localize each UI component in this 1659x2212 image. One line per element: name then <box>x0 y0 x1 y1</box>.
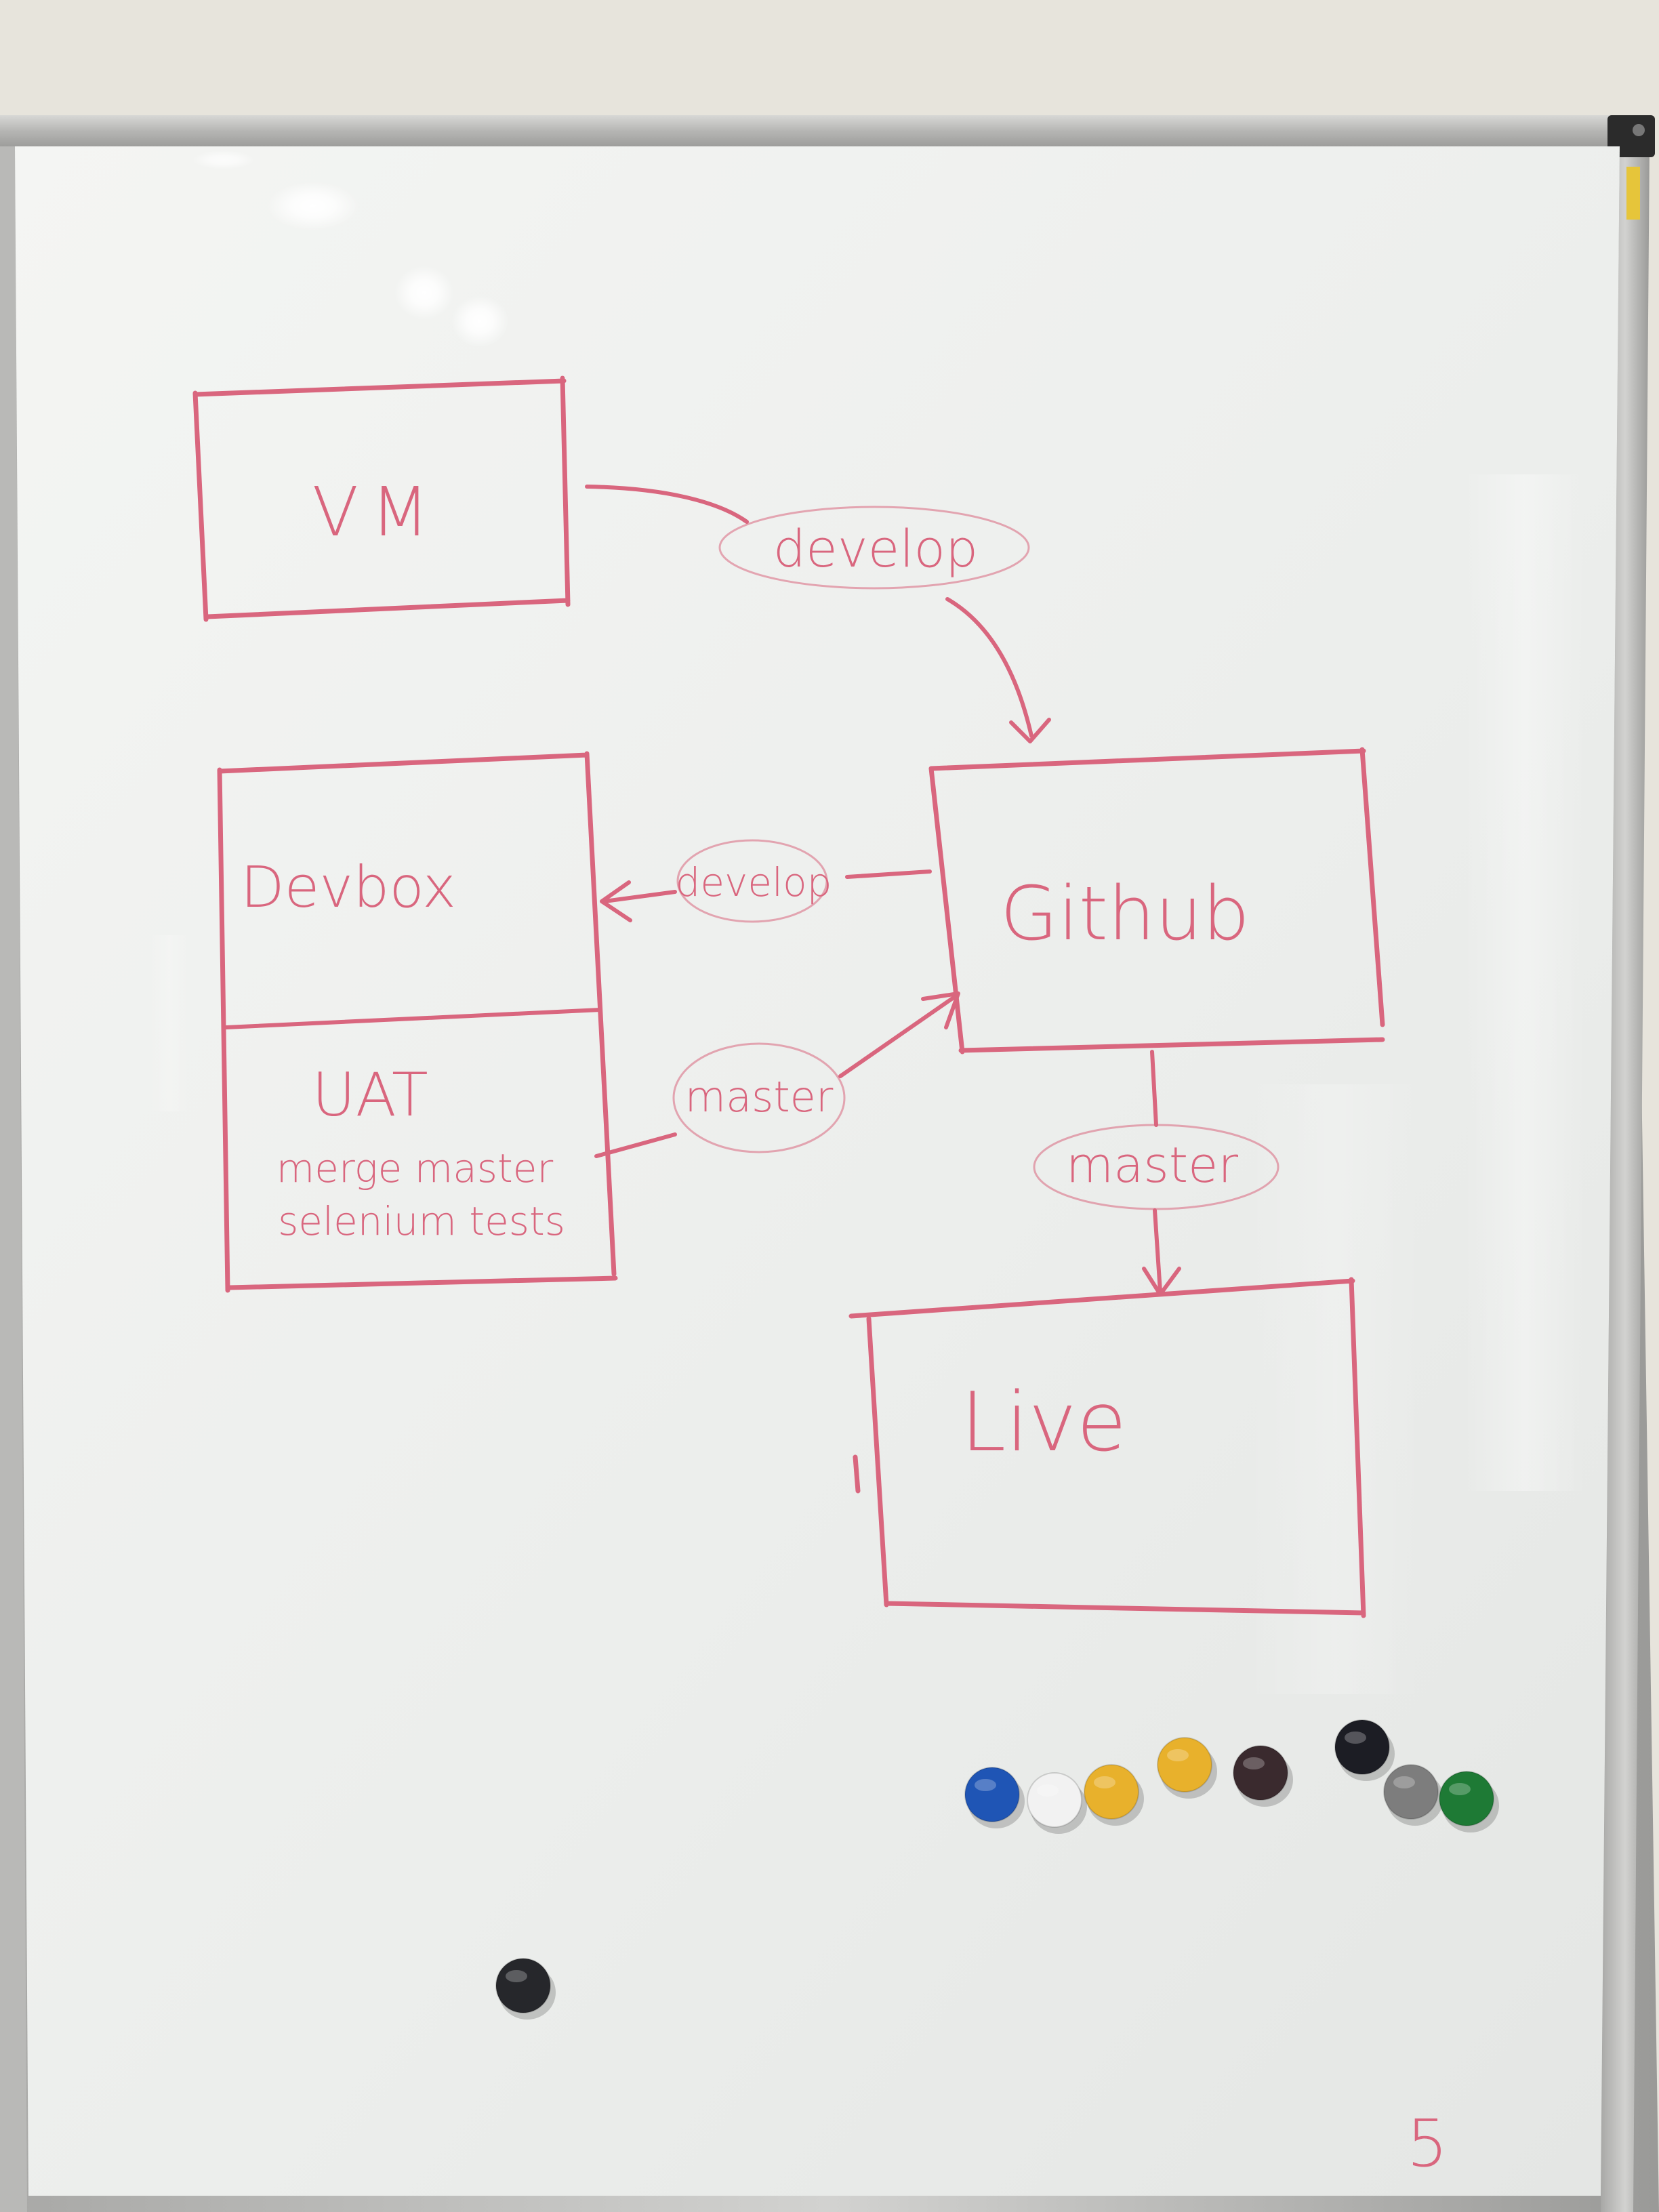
magnet <box>1084 1764 1144 1826</box>
vm-to-github-connector <box>585 485 749 524</box>
uat-note-2: selenium tests <box>278 1198 565 1244</box>
whiteboard-surface <box>15 146 1620 2196</box>
github-to-live-arrow <box>1153 1208 1162 1294</box>
uat-to-github-label: master <box>685 1072 834 1122</box>
light-reflections <box>149 150 1586 1694</box>
github-to-live-label: master <box>1066 1136 1238 1193</box>
magnet <box>1439 1771 1499 1832</box>
magnet <box>964 1767 1025 1828</box>
github-box-label: Github <box>1000 870 1250 957</box>
vm-to-github-label-ellipse <box>718 506 1030 590</box>
github-to-live-connector <box>1150 1050 1158 1127</box>
corner-mark: 5 <box>1406 2106 1448 2182</box>
magnet <box>495 1958 556 2020</box>
uat-note-1: merge master <box>276 1145 554 1191</box>
magnet <box>1334 1719 1395 1781</box>
uat-to-github-arrow <box>838 994 958 1078</box>
vm-box-label: VM <box>312 472 442 552</box>
live-box <box>848 1277 1366 1618</box>
magnet <box>1383 1764 1443 1826</box>
uat-to-github-connector <box>594 1132 677 1158</box>
magnet-cluster <box>495 1719 1499 2020</box>
vm-to-github-label: develop <box>773 518 979 579</box>
uat-to-github-arrowhead <box>921 991 960 1029</box>
github-to-devbox-arrow <box>602 890 677 903</box>
devbox-uat-box <box>217 751 618 1293</box>
frame-label-sticker <box>1626 167 1640 220</box>
devbox-uat-divider <box>224 1008 602 1029</box>
github-to-devbox-label: develop <box>676 859 832 905</box>
magnet <box>1157 1737 1217 1799</box>
uat-to-github-label-ellipse <box>672 1042 846 1153</box>
live-box-label: Live <box>960 1376 1126 1470</box>
workflow-diagram: VM develop Github Devbox UAT merge maste… <box>192 375 1448 2182</box>
vm-to-github-arrowhead <box>1009 718 1051 743</box>
github-box <box>928 747 1385 1054</box>
devbox-box-label: Devbox <box>241 854 456 920</box>
uat-box-label: UAT <box>312 1060 428 1130</box>
github-to-devbox-label-ellipse <box>676 839 828 923</box>
github-to-devbox-arrowhead <box>600 880 632 922</box>
vm-box <box>192 375 571 622</box>
github-to-devbox-connector <box>845 869 932 879</box>
vm-to-github-arrow <box>945 597 1033 738</box>
magnet <box>1233 1745 1293 1807</box>
magnet <box>1027 1772 1087 1834</box>
